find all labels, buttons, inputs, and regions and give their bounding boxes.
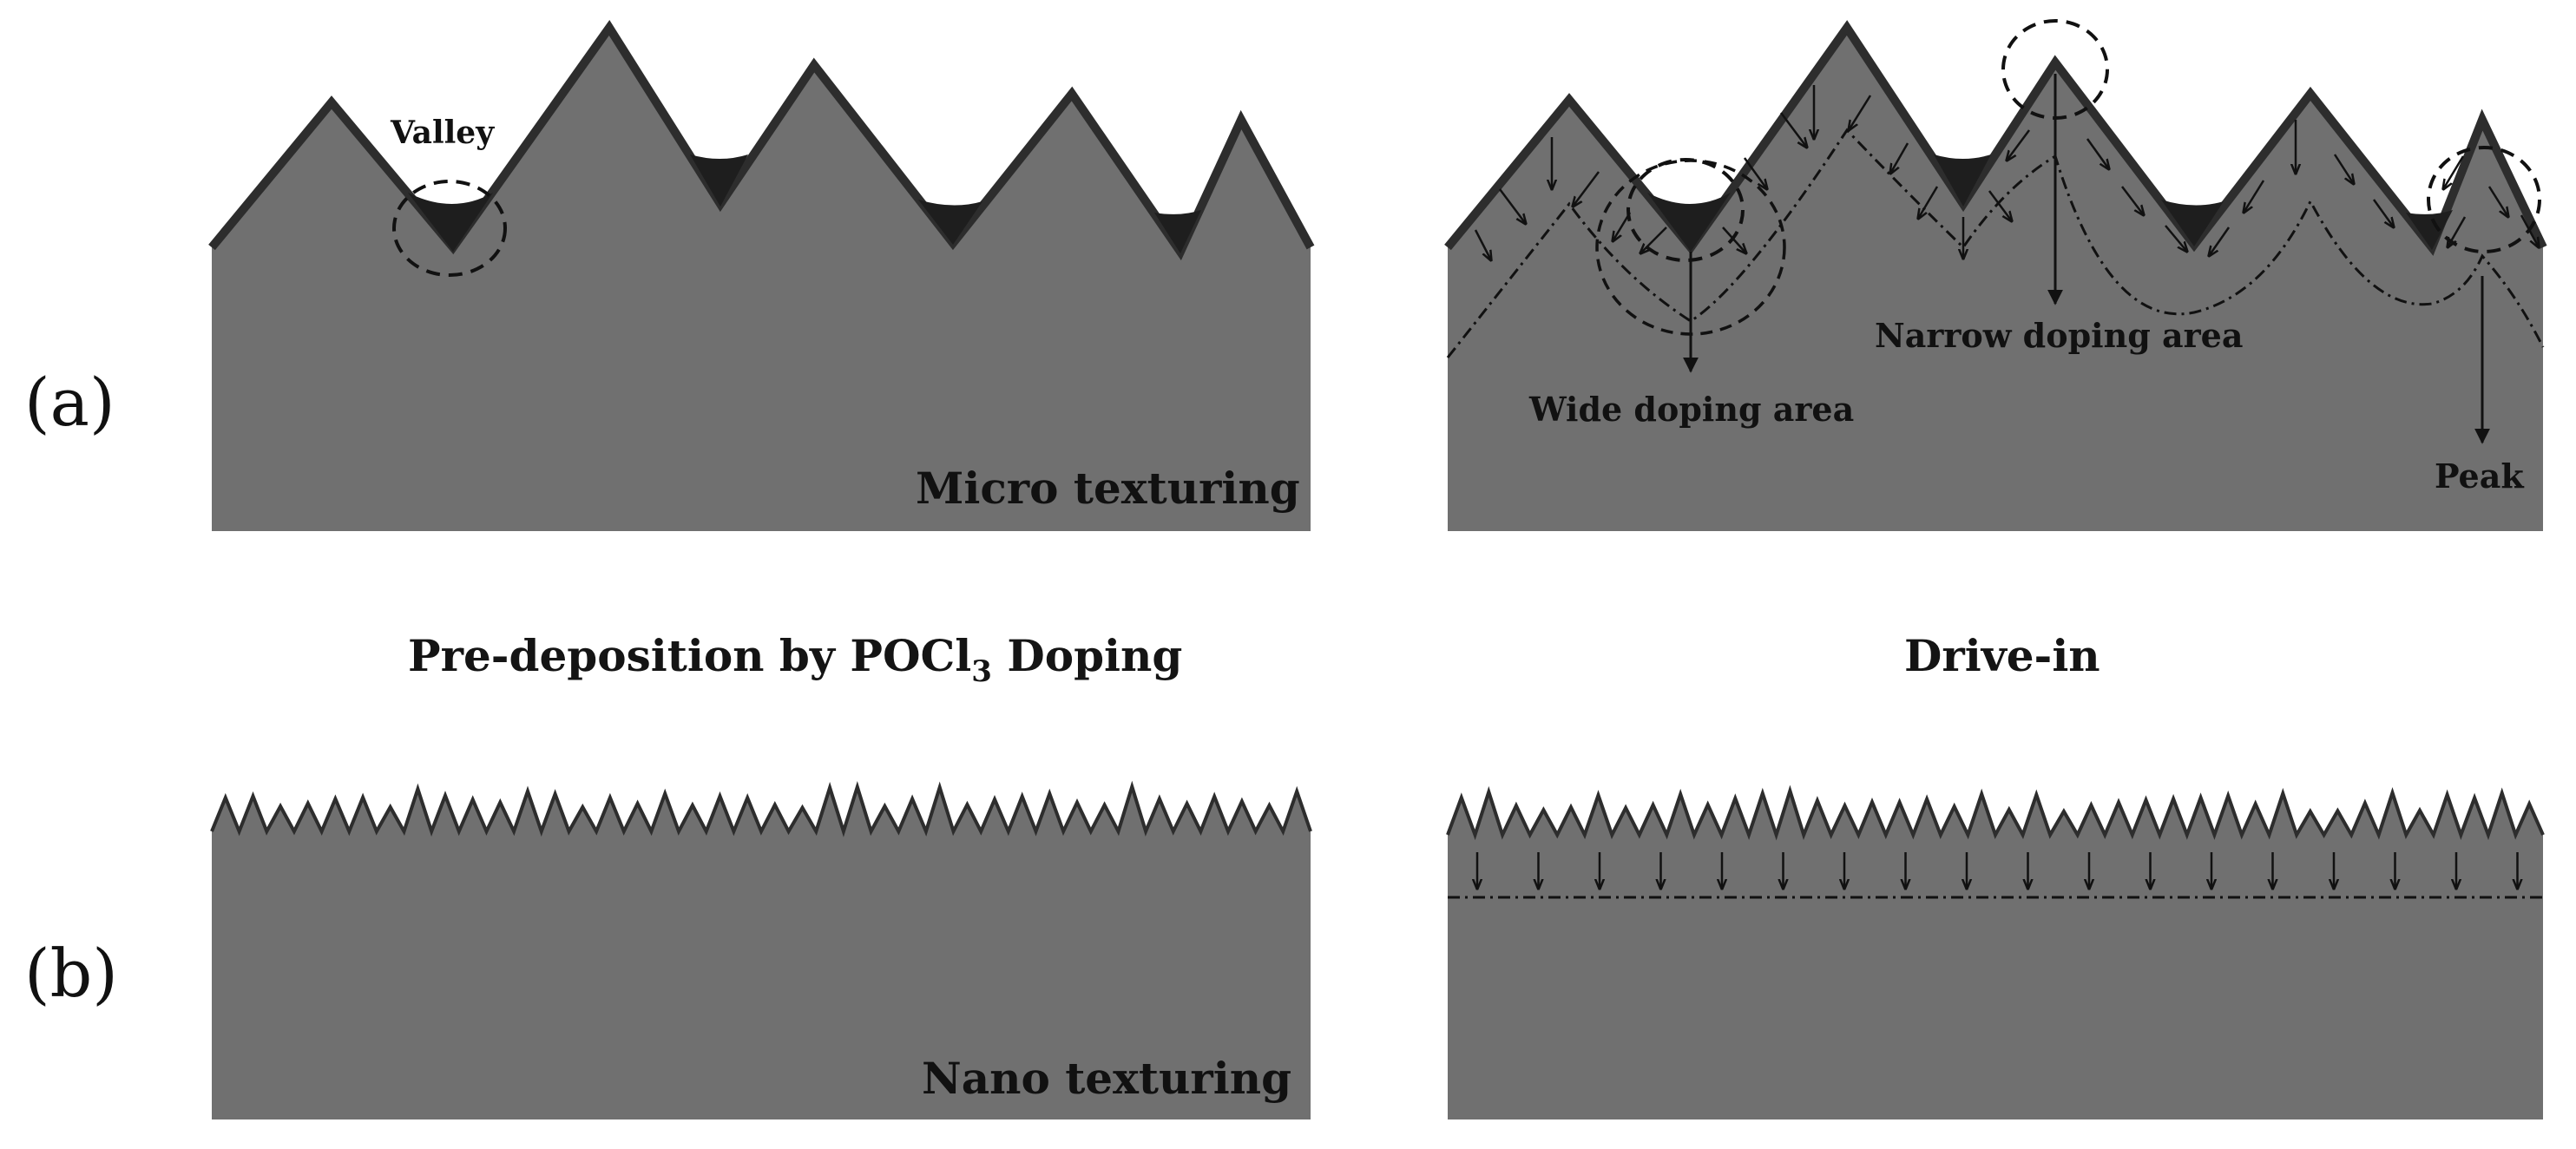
nano-texture-substrate (1448, 791, 2543, 1119)
micro-texture-substrate (1448, 28, 2543, 531)
nano-texture-predeposition: Nano texturing (210, 780, 1312, 1119)
valley-doping-pocket (2406, 210, 2453, 250)
micro-texture-surface-edge (208, 20, 1315, 261)
micro-texture-predeposition: Valley Micro texturing (208, 20, 1315, 531)
valley-highlight-circle (392, 180, 507, 277)
junction-depth-line (1446, 128, 2545, 358)
wide-doping-area-label: Wide doping area (1528, 390, 1854, 429)
valley-doping-pocket (918, 200, 982, 245)
valley-doping-pocket (1647, 193, 1731, 252)
narrow-doping-area-label: Narrow doping area (1875, 316, 2243, 355)
nano-texture-substrate (212, 786, 1311, 1119)
pre-deposition-caption: Pre-deposition by POCl3 Doping (408, 630, 1182, 689)
micro-texturing-label: Micro texturing (916, 463, 1300, 514)
micro-texture-drivein: Wide doping area Narrow doping area Peak (1444, 19, 2547, 531)
diffusion-arrows (1477, 852, 2518, 889)
nano-texturing-label: Nano texturing (922, 1053, 1291, 1104)
panel-label-b: (b) (24, 935, 118, 1012)
pre-deposition-subscript: 3 (971, 654, 992, 689)
peak-label: Peak (2435, 456, 2524, 496)
pre-deposition-text: Pre-deposition by POCl (408, 630, 971, 681)
drive-in-caption: Drive-in (1904, 630, 2100, 681)
valley-doping-pocket (2161, 200, 2224, 246)
nano-texture-drivein (1446, 785, 2545, 1119)
peak-highlight-circle-right (2427, 146, 2541, 253)
micro-texture-substrate (212, 28, 1311, 531)
panel-label-a: (a) (24, 364, 115, 441)
valley-doping-pocket (1154, 210, 1201, 253)
micro-texture-surface-edge (1444, 20, 2547, 256)
valley-doping-pocket (690, 154, 748, 207)
nano-texture-surface-edge (1446, 785, 2545, 841)
valley-doping-pocket (408, 193, 493, 252)
valley-label: Valley (390, 115, 495, 151)
nano-texture-surface-edge (210, 780, 1312, 837)
pre-deposition-suffix: Doping (992, 630, 1182, 681)
valley-doping-pocket (1934, 154, 1991, 207)
